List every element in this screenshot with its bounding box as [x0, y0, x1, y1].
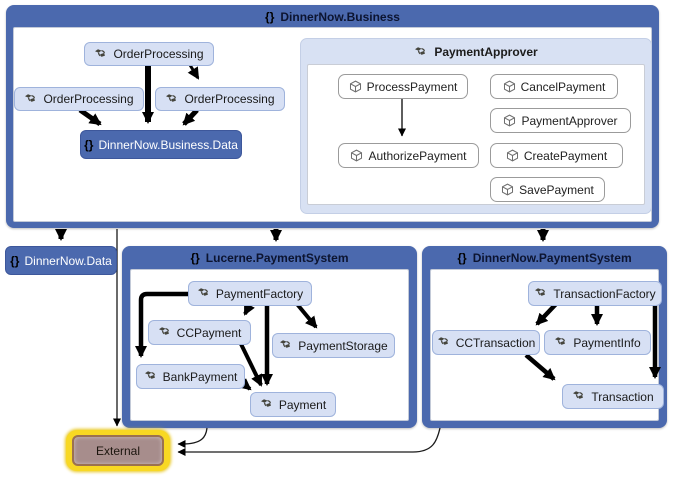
class-icon [197, 287, 211, 300]
node-bankpayment[interactable]: BankPayment [136, 364, 245, 389]
group-title: DinnerNow.PaymentSystem [472, 251, 632, 265]
node-label: Payment [278, 397, 327, 412]
group-dinnernow-business-header: {} DinnerNow.Business [6, 8, 659, 26]
node-label: TransactionFactory [553, 286, 656, 301]
group-title: Lucerne.PaymentSystem [205, 251, 349, 265]
node-paymentapprover[interactable]: PaymentApprover [490, 108, 631, 133]
cube-icon [506, 149, 519, 162]
node-label: OrderProcessing [43, 92, 134, 106]
node-payment[interactable]: Payment [250, 392, 336, 417]
class-icon [94, 48, 108, 61]
node-createpayment[interactable]: CreatePayment [490, 143, 623, 168]
class-icon [279, 339, 293, 352]
node-label: CreatePayment [523, 148, 608, 163]
node-cancelpayment[interactable]: CancelPayment [490, 74, 618, 99]
group-dinnernow-ps-header: {} DinnerNow.PaymentSystem [422, 249, 667, 267]
class-icon [572, 390, 586, 403]
class-icon [165, 93, 179, 106]
node-label: PaymentApprover [521, 113, 618, 128]
node-label: Transaction [591, 389, 654, 404]
node-label: DinnerNow.Business.Data [98, 137, 238, 152]
node-label: External [95, 443, 141, 458]
class-icon [414, 46, 428, 59]
node-dinnernow-data[interactable]: {} DinnerNow.Data [5, 246, 117, 275]
namespace-icon: {} [457, 251, 467, 265]
node-orderprocessing-mid[interactable]: OrderProcessing [155, 87, 285, 111]
class-icon [144, 370, 158, 383]
group-title: DinnerNow.Business [280, 10, 400, 24]
node-label: SavePayment [519, 182, 594, 197]
node-orderprocessing-left[interactable]: OrderProcessing [14, 87, 144, 111]
namespace-icon: {} [265, 10, 275, 24]
node-paymentstorage[interactable]: PaymentStorage [272, 333, 395, 358]
namespace-icon: {} [10, 253, 20, 268]
class-icon [437, 336, 451, 349]
node-label: DinnerNow.Data [24, 253, 112, 268]
node-label: AuthorizePayment [368, 148, 467, 163]
group-title: PaymentApprover [434, 45, 538, 59]
class-icon [534, 287, 548, 300]
node-orderprocessing-top[interactable]: OrderProcessing [84, 42, 214, 66]
node-transactionfactory[interactable]: TransactionFactory [528, 281, 662, 306]
node-ccpayment[interactable]: CCPayment [148, 320, 251, 345]
node-label: PaymentFactory [215, 286, 304, 301]
node-label: BankPayment [162, 369, 238, 384]
class-icon [24, 93, 38, 106]
cube-icon [503, 80, 516, 93]
namespace-icon: {} [190, 251, 200, 265]
node-savepayment[interactable]: SavePayment [490, 177, 605, 202]
class-icon [554, 336, 568, 349]
cube-icon [503, 114, 516, 127]
cube-icon [501, 183, 514, 196]
node-external-inner: External [72, 435, 164, 466]
cube-icon [349, 80, 362, 93]
node-external[interactable]: External [66, 430, 170, 471]
node-label: CCPayment [176, 325, 242, 340]
node-authorizepayment[interactable]: AuthorizePayment [338, 143, 479, 168]
node-label: ProcessPayment [366, 79, 458, 94]
node-label: CancelPayment [520, 79, 606, 94]
node-label: OrderProcessing [113, 47, 204, 61]
node-transaction[interactable]: Transaction [562, 384, 664, 409]
node-cctransaction[interactable]: CCTransaction [432, 330, 540, 355]
node-label: PaymentStorage [298, 338, 388, 353]
node-label: OrderProcessing [184, 92, 275, 106]
node-dinnernow-business-data[interactable]: {} DinnerNow.Business.Data [80, 130, 242, 159]
group-lucerne-header: {} Lucerne.PaymentSystem [122, 249, 417, 267]
node-processpayment[interactable]: ProcessPayment [338, 74, 468, 99]
node-paymentinfo[interactable]: PaymentInfo [544, 330, 651, 355]
namespace-icon: {} [84, 137, 94, 152]
node-paymentfactory[interactable]: PaymentFactory [188, 281, 312, 306]
cube-icon [350, 149, 363, 162]
class-icon [260, 398, 274, 411]
class-icon [158, 326, 172, 339]
group-payment-approver-header: PaymentApprover [301, 43, 651, 61]
node-label: PaymentInfo [573, 335, 641, 350]
node-label: CCTransaction [455, 335, 536, 350]
